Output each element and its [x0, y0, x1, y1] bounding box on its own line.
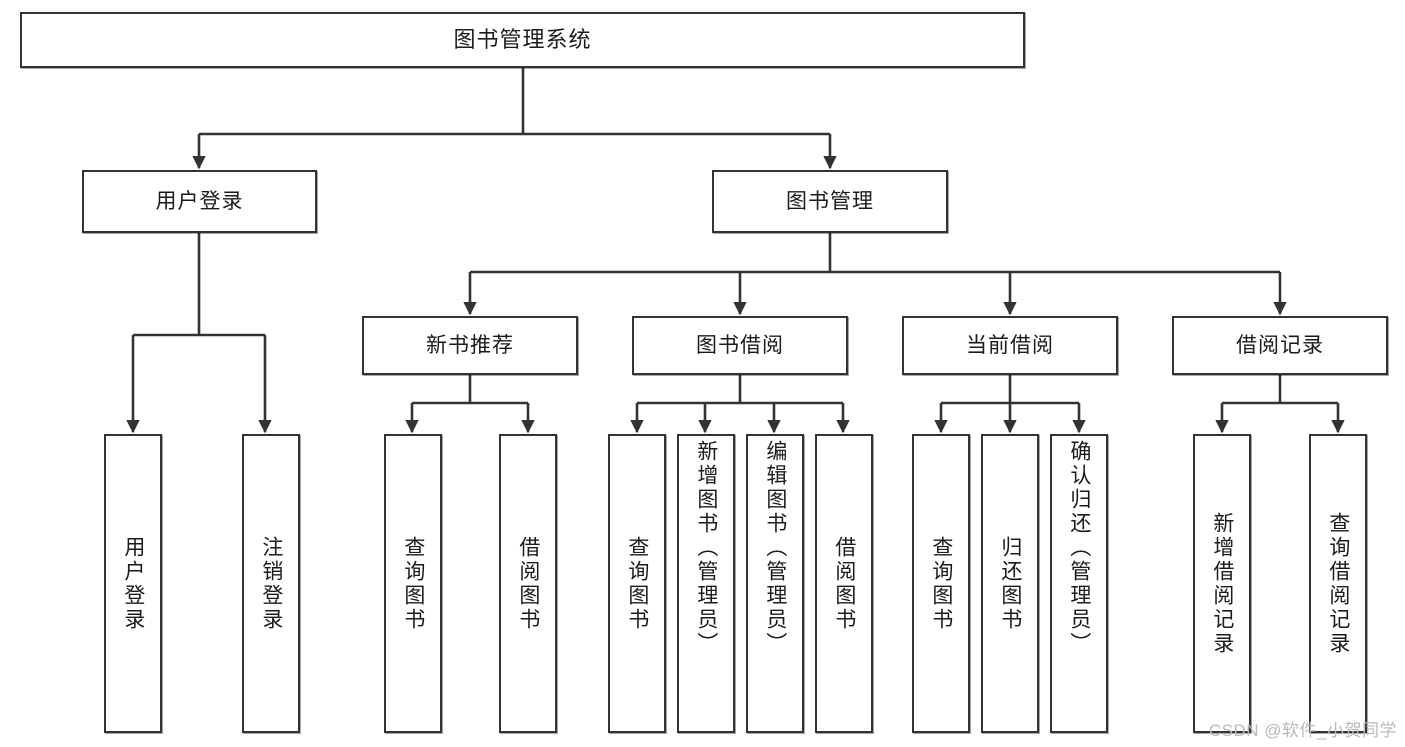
- node-borrow-record[interactable]: 借阅记录: [1172, 316, 1388, 375]
- leaf-book-borrow-add-book-admin[interactable]: 新增图书（管理员）: [677, 434, 735, 733]
- node-label: 图书管理: [786, 189, 874, 213]
- node-label: 新增借阅记录: [1210, 511, 1234, 656]
- leaf-new-book-borrow-book[interactable]: 借阅图书: [499, 434, 557, 733]
- node-label: 查询图书: [401, 535, 425, 632]
- node-label: 查询图书: [929, 535, 953, 632]
- leaf-book-borrow-edit-book-admin[interactable]: 编辑图书（管理员）: [746, 434, 804, 733]
- node-label: 用户登录: [155, 189, 244, 213]
- node-user-login[interactable]: 用户登录: [82, 170, 317, 233]
- node-label: 借阅图书: [832, 535, 856, 632]
- node-label: 当前借阅: [966, 333, 1054, 357]
- leaf-book-borrow-query-book[interactable]: 查询图书: [608, 434, 666, 733]
- leaf-book-borrow-borrow-book[interactable]: 借阅图书: [815, 434, 873, 733]
- node-label: 借阅记录: [1236, 333, 1324, 357]
- watermark: CSDN @软件_小贺同学: [1208, 721, 1397, 740]
- leaf-borrow-record-query-record[interactable]: 查询借阅记录: [1309, 434, 1367, 733]
- node-label: 确认归还（管理员）: [1067, 440, 1091, 656]
- node-label: 借阅图书: [516, 535, 540, 632]
- node-label: 编辑图书（管理员）: [763, 440, 787, 656]
- node-root-book-management-system[interactable]: 图书管理系统: [20, 12, 1025, 68]
- node-current-borrow[interactable]: 当前借阅: [902, 316, 1118, 375]
- node-label: 查询图书: [625, 535, 649, 632]
- node-book-borrow[interactable]: 图书借阅: [632, 316, 848, 375]
- node-label: 图书借阅: [696, 333, 784, 357]
- leaf-new-book-query-book[interactable]: 查询图书: [384, 434, 442, 733]
- leaf-borrow-record-add-record[interactable]: 新增借阅记录: [1193, 434, 1251, 733]
- node-label: 用户登录: [121, 535, 145, 632]
- leaf-user-login-login[interactable]: 用户登录: [104, 434, 162, 733]
- leaf-current-borrow-confirm-return-admin[interactable]: 确认归还（管理员）: [1050, 434, 1108, 733]
- node-label: 新增图书（管理员）: [694, 440, 718, 656]
- leaf-current-borrow-return-book[interactable]: 归还图书: [981, 434, 1039, 733]
- leaf-user-login-logout[interactable]: 注销登录: [242, 434, 300, 733]
- node-label: 查询借阅记录: [1326, 511, 1350, 656]
- node-label: 注销登录: [259, 535, 283, 632]
- node-new-book-recommend[interactable]: 新书推荐: [362, 316, 578, 375]
- leaf-current-borrow-query-book[interactable]: 查询图书: [912, 434, 970, 733]
- node-label: 图书管理系统: [453, 26, 592, 52]
- node-label: 新书推荐: [426, 333, 514, 357]
- node-book-management[interactable]: 图书管理: [712, 170, 948, 233]
- node-label: 归还图书: [998, 535, 1022, 632]
